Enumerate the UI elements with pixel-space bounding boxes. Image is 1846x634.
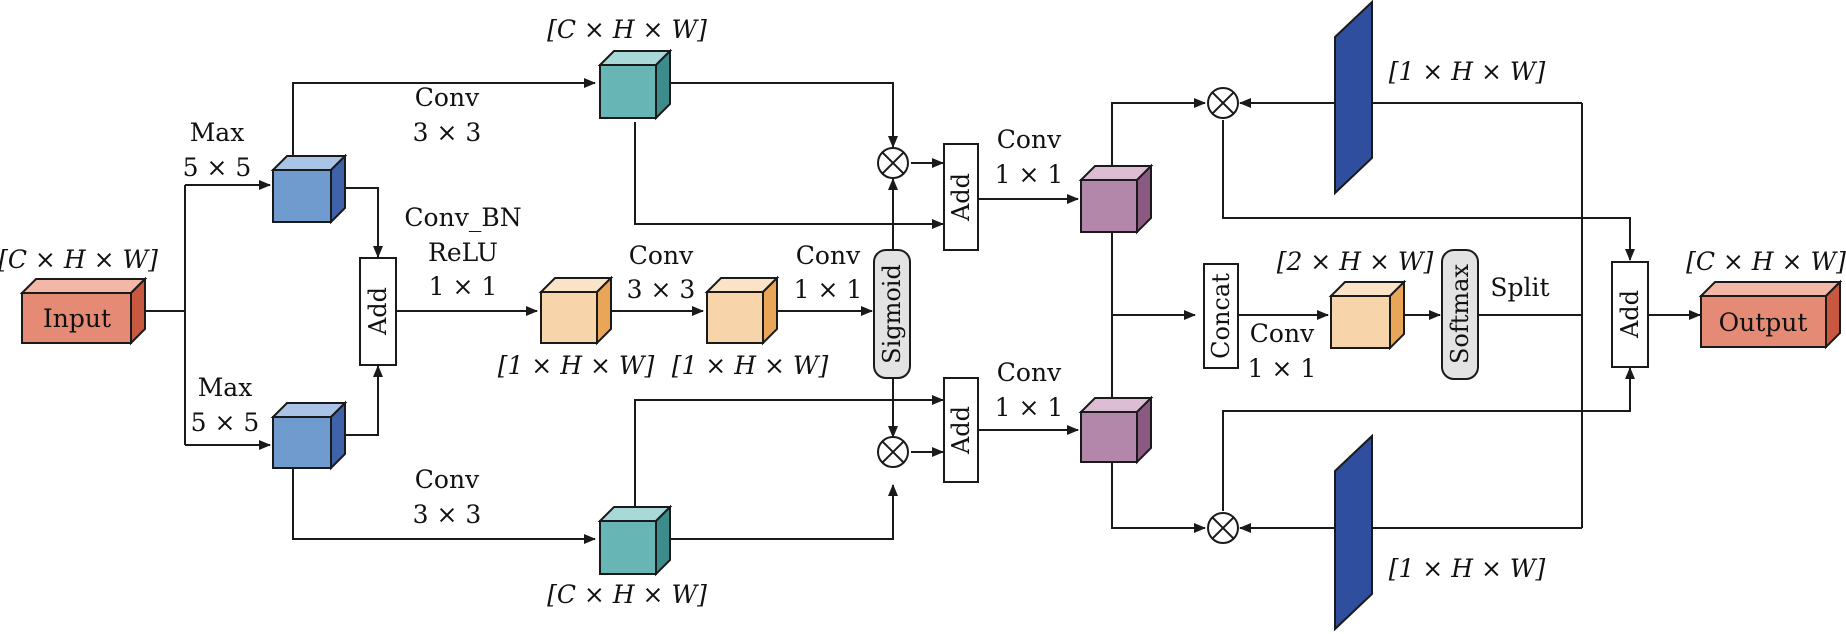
conv1-bottom-label-1: Conv	[997, 358, 1062, 387]
max-bottom-label-2: 5 × 5	[191, 408, 260, 437]
multiply-icon	[1207, 87, 1239, 119]
svg-text:Add: Add	[947, 406, 975, 455]
convbn-label-1: Conv_BN	[404, 203, 521, 232]
orange-cube-3	[1328, 279, 1407, 351]
svg-text:Concat: Concat	[1207, 273, 1235, 359]
concat-conv-label-2: 1 × 1	[1248, 354, 1317, 383]
input-block: Input	[19, 276, 148, 346]
conv1-mid-label-1: Conv	[796, 241, 861, 270]
output-block: Output	[1698, 279, 1843, 350]
blue-bottom-dim: [1 × H × W]	[1389, 554, 1546, 583]
teal-top-dim: [C × H × W]	[547, 15, 707, 44]
blue-cube-bottom	[270, 400, 348, 471]
input-label: Input	[43, 304, 111, 333]
concat-box: Concat	[1203, 263, 1239, 369]
multiply-icon	[1207, 512, 1239, 544]
conv3-top-label-1: Conv	[415, 83, 480, 112]
conv3-bottom-label-2: 3 × 3	[413, 500, 482, 529]
conv3-bottom-label-1: Conv	[415, 465, 480, 494]
output-label: Output	[1719, 308, 1808, 337]
conv1-top-label-2: 1 × 1	[995, 160, 1064, 189]
output-dim: [C × H × W]	[1686, 247, 1846, 276]
convbn-label-2: ReLU	[428, 238, 498, 267]
purple-cube-top	[1078, 163, 1154, 235]
blue-top-dim: [1 × H × W]	[1389, 57, 1546, 86]
conv1-bottom-label-2: 1 × 1	[995, 393, 1064, 422]
svg-text:Sigmoid: Sigmoid	[878, 264, 906, 364]
orange-cube-2	[704, 275, 780, 346]
svg-text:Add: Add	[947, 173, 975, 222]
softmax-pill: Softmax	[1441, 249, 1479, 380]
max-top-label-2: 5 × 5	[183, 153, 252, 182]
conv1-top-label-1: Conv	[997, 125, 1062, 154]
max-bottom-label-1: Max	[198, 373, 253, 402]
orange1-dim: [1 × H × W]	[498, 351, 655, 380]
svg-text:Add: Add	[1616, 290, 1644, 339]
svg-text:Add: Add	[364, 287, 392, 336]
split-label: Split	[1490, 273, 1549, 302]
sigmoid-pill: Sigmoid	[873, 249, 911, 379]
connections	[138, 78, 1701, 544]
blue-plane-bottom	[1334, 433, 1373, 632]
svg-text:Softmax: Softmax	[1446, 264, 1474, 364]
conv3-mid-label-1: Conv	[629, 241, 694, 270]
add-box-left: Add	[359, 257, 397, 366]
orange2-dim: [1 × H × W]	[672, 351, 829, 380]
convbn-label-3: 1 × 1	[429, 272, 498, 301]
conv1-mid-label-2: 1 × 1	[794, 275, 863, 304]
conv3-top-label-2: 3 × 3	[413, 118, 482, 147]
orange-cube-1	[538, 275, 614, 346]
blue-plane-top	[1334, 0, 1373, 196]
add-box-final: Add	[1611, 261, 1649, 368]
teal-bottom-dim: [C × H × W]	[547, 580, 707, 609]
multiply-icon	[877, 436, 909, 468]
multiply-icon	[877, 147, 909, 179]
teal-cube-top	[597, 48, 673, 121]
add-box-top: Add	[943, 143, 979, 251]
concat-conv-label-1: Conv	[1250, 319, 1315, 348]
teal-cube-bottom	[597, 504, 673, 577]
input-dim: [C × H × W]	[0, 245, 158, 274]
add-box-bottom: Add	[943, 377, 979, 483]
conv3-mid-label-2: 3 × 3	[627, 275, 696, 304]
orange3-dim: [2 × H × W]	[1277, 247, 1434, 276]
blue-cube-top	[270, 153, 348, 225]
max-top-label-1: Max	[190, 118, 245, 147]
purple-cube-bottom	[1078, 395, 1154, 465]
